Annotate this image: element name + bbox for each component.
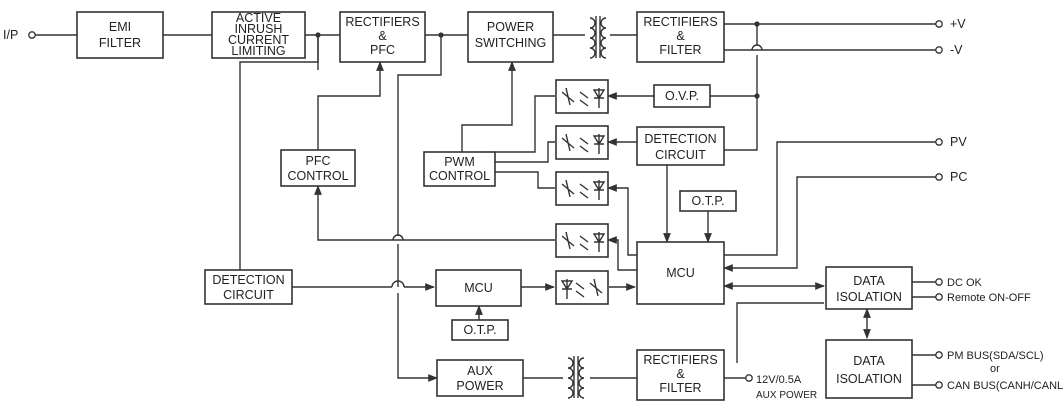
block-label: &	[378, 29, 387, 43]
block-label: POWER	[456, 379, 503, 393]
block-label: ACTIVE	[236, 11, 281, 25]
block-label: MCU	[464, 281, 492, 295]
block-label: DATA	[853, 354, 885, 368]
plus-v-terminal: +V	[935, 17, 966, 31]
input-label: I/P	[3, 28, 18, 42]
aux-power-block: AUX POWER	[436, 359, 524, 397]
block-label: LIMITING	[231, 44, 285, 58]
plus-v-label: +V	[950, 17, 966, 31]
detection-circuit-left-block: DETECTION CIRCUIT	[204, 269, 293, 305]
block-label: FILTER	[659, 43, 701, 57]
aux-output-terminal: 12V/0.5A AUX POWER	[745, 374, 817, 401]
block-label: PFC	[306, 154, 331, 168]
optocoupler-detect	[555, 125, 609, 160]
pv-terminal: PV	[935, 135, 967, 149]
dc-ok-terminal: DC OK	[935, 277, 983, 289]
block-label: ISOLATION	[836, 290, 902, 304]
pv-label: PV	[950, 135, 967, 149]
wire-hops	[391, 44, 763, 288]
block-label: DETECTION	[644, 132, 716, 146]
block-label: O.T.P.	[691, 194, 724, 208]
minus-v-label: -V	[950, 43, 963, 57]
block-label: DATA	[853, 274, 885, 288]
block-label: PFC	[370, 43, 395, 57]
ovp-block: O.V.P.	[653, 84, 711, 108]
block-label: O.T.P.	[463, 323, 496, 337]
aux-output-label: 12V/0.5A	[756, 374, 802, 386]
minus-v-terminal: -V	[935, 43, 963, 57]
block-label: RECTIFIERS	[643, 15, 717, 29]
mcu-main-block: MCU	[636, 241, 725, 305]
block-label: FILTER	[99, 36, 141, 50]
block-label: RECTIFIERS	[345, 15, 419, 29]
block-label: O.V.P.	[665, 89, 699, 103]
pmbus-terminal: PM BUS(SDA/SCL) or	[935, 350, 1044, 375]
otp-right-block: O.T.P.	[679, 190, 737, 212]
pmbus-label: PM BUS(SDA/SCL)	[947, 350, 1044, 362]
otp-bottom-block: O.T.P.	[451, 319, 509, 341]
remote-on-off-label: Remote ON-OFF	[947, 292, 1031, 304]
emi-filter-block: EMI FILTER	[76, 11, 164, 59]
optocoupler-mcu-link	[555, 270, 609, 305]
block-label: CONTROL	[287, 169, 348, 183]
block-label: CIRCUIT	[655, 148, 706, 162]
pfc-control-block: PFC CONTROL	[280, 149, 356, 187]
optocoupler-mcu-2	[555, 223, 609, 258]
block-label: SWITCHING	[475, 36, 547, 50]
active-inrush-limiting-block: ACTIVE INRUSH CURRENT LIMITING	[211, 11, 306, 59]
block-label: RECTIFIERS	[643, 353, 717, 367]
block-label: CONTROL	[429, 169, 490, 183]
detection-circuit-right-block: DETECTION CIRCUIT	[636, 126, 725, 166]
block-label: &	[676, 367, 685, 381]
block-label: CURRENT	[228, 33, 289, 47]
block-label: EMI	[109, 20, 131, 34]
mcu-small-block: MCU	[435, 269, 522, 307]
canbus-terminal: CAN BUS(CANH/CANL)	[935, 380, 1063, 392]
rectifiers-filter-aux-block: RECTIFIERS & FILTER	[636, 349, 725, 401]
rectifiers-pfc-block: RECTIFIERS & PFC	[339, 11, 426, 63]
aux-transformer-icon	[567, 356, 585, 399]
connection-lines	[35, 23, 936, 385]
block-label: CIRCUIT	[223, 288, 274, 302]
block-label: ISOLATION	[836, 372, 902, 386]
input-terminal: I/P	[3, 28, 36, 42]
optocoupler-ovp	[555, 79, 609, 114]
block-label: DETECTION	[212, 273, 284, 287]
block-label: INRUSH	[235, 22, 283, 36]
pc-terminal: PC	[935, 170, 967, 184]
pwm-control-block: PWM CONTROL	[423, 151, 496, 187]
block-label: MCU	[666, 266, 694, 280]
canbus-label: CAN BUS(CANH/CANL)	[947, 380, 1063, 392]
block-label: AUX	[467, 364, 493, 378]
junction-dots	[315, 21, 760, 99]
aux-output-sublabel: AUX POWER	[756, 390, 817, 401]
data-isolation-1-block: DATA ISOLATION	[825, 266, 913, 310]
main-transformer-icon	[589, 16, 607, 59]
remote-on-off-terminal: Remote ON-OFF	[935, 292, 1031, 304]
data-isolation-2-block: DATA ISOLATION	[825, 339, 913, 399]
optocoupler-mcu-1	[555, 171, 609, 206]
or-label: or	[990, 363, 1000, 375]
rectifiers-filter-main-block: RECTIFIERS & FILTER	[636, 11, 725, 63]
pc-label: PC	[950, 170, 967, 184]
dc-ok-label: DC OK	[947, 277, 983, 289]
block-label: &	[676, 29, 685, 43]
power-switching-block: POWER SWITCHING	[467, 11, 554, 63]
block-label: POWER	[487, 20, 534, 34]
block-label: PWM	[444, 155, 475, 169]
block-label: FILTER	[659, 381, 701, 395]
